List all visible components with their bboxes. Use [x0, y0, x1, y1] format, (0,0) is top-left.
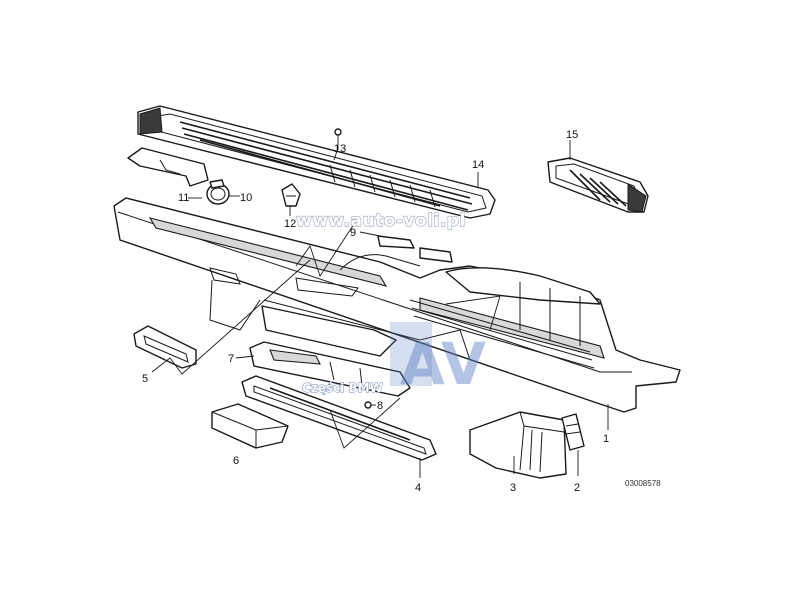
- callout-4: 4: [415, 482, 421, 494]
- callout-3: 3: [510, 482, 516, 494]
- watermark-logo: AV: [400, 330, 486, 398]
- part-9-pads: [377, 235, 453, 263]
- part-5-ring: [133, 325, 197, 369]
- callout-8: 8: [377, 400, 383, 412]
- watermark-subtitle: Części BMW: [302, 381, 383, 395]
- part-12-clip: [281, 183, 301, 207]
- callout-13: 13: [334, 143, 346, 155]
- part-2-plate: [561, 413, 585, 451]
- part-6-pad: [211, 403, 289, 449]
- callout-6: 6: [233, 455, 239, 467]
- callout-12: 12: [284, 218, 296, 230]
- part-8-screw: [364, 401, 376, 409]
- part-3-corner-duct: [469, 411, 567, 479]
- callout-1: 1: [603, 433, 609, 445]
- part-7-duct: [249, 341, 411, 397]
- callout-10: 10: [240, 192, 252, 204]
- callout-15: 15: [566, 129, 578, 141]
- part-10-clamp: [206, 179, 230, 205]
- part-1-bumper: [113, 197, 681, 413]
- part-11-bracket: [127, 147, 209, 187]
- part-code: 03008578: [625, 479, 661, 488]
- watermark-logo-block: [390, 322, 432, 386]
- callout-9: 9: [350, 227, 356, 239]
- part-15-side-grille: [547, 157, 649, 213]
- callout-11: 11: [178, 192, 189, 204]
- callout-labels: 1 2 3 4 5 6 7 8 9 10 11 12 13 14 15 0300…: [142, 129, 661, 494]
- callout-14: 14: [472, 159, 484, 171]
- watermark-url: www.auto-voli.pl: [296, 211, 466, 231]
- part-14-grille: [137, 105, 496, 219]
- callout-2: 2: [574, 482, 580, 494]
- watermark: AV www.auto-voli.pl Części BMW: [295, 210, 486, 398]
- leader-lines: [151, 140, 609, 478]
- callout-7: 7: [228, 353, 234, 365]
- callout-5: 5: [142, 373, 148, 385]
- part-13-screw: [334, 128, 342, 150]
